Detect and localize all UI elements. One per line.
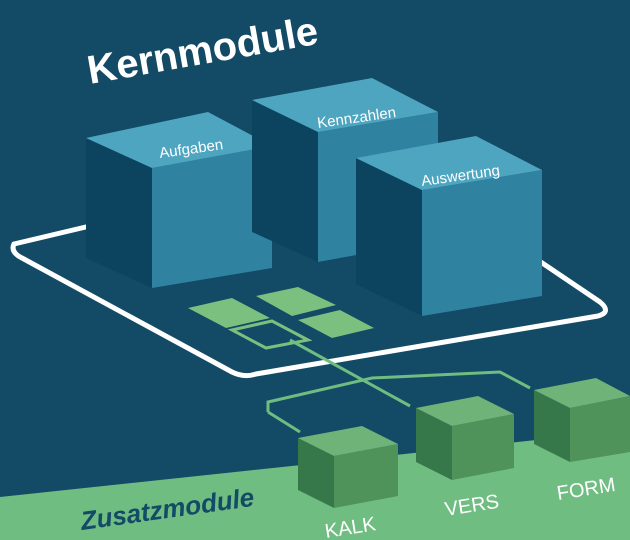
grid-tile-active: [227, 319, 313, 350]
cube-top-face: [416, 396, 514, 426]
cube-top-face: [298, 426, 398, 456]
cube-front-face: [416, 408, 452, 480]
core-module-aufgaben: Aufgaben: [86, 112, 272, 288]
addon-module-kalk: KALK: [298, 426, 398, 540]
cube-front-face: [86, 138, 152, 288]
platform-grid: [188, 287, 374, 350]
cube-side-face: [452, 414, 514, 480]
cube-side-face: [422, 170, 542, 316]
core-section-title: Kernmodule: [84, 9, 321, 93]
core-module-auswertung: Auswertung: [356, 136, 542, 316]
cube-top-face: [356, 136, 542, 190]
connector-lines: [266, 338, 531, 434]
platform-outline-left: [11, 223, 93, 247]
cube-front-face: [534, 390, 570, 462]
grid-tile: [188, 298, 270, 328]
cube-front-face: [356, 158, 422, 316]
grid-tile: [256, 287, 336, 316]
grid-tile: [298, 310, 374, 338]
addon-module-vers: VERS: [416, 396, 514, 521]
cube-side-face: [570, 396, 630, 462]
cube-front-face: [252, 100, 318, 262]
cube-top-face: [86, 112, 272, 168]
cube-top-face: [252, 78, 438, 132]
platform-outline: [10, 241, 608, 379]
connector-line: [267, 410, 301, 434]
cube-side-face: [334, 444, 398, 508]
cube-front-face: [298, 438, 334, 508]
connector-line: [266, 370, 531, 412]
cube-side-face: [152, 146, 272, 288]
cube-top-face: [534, 378, 630, 408]
connector-line: [289, 338, 411, 408]
